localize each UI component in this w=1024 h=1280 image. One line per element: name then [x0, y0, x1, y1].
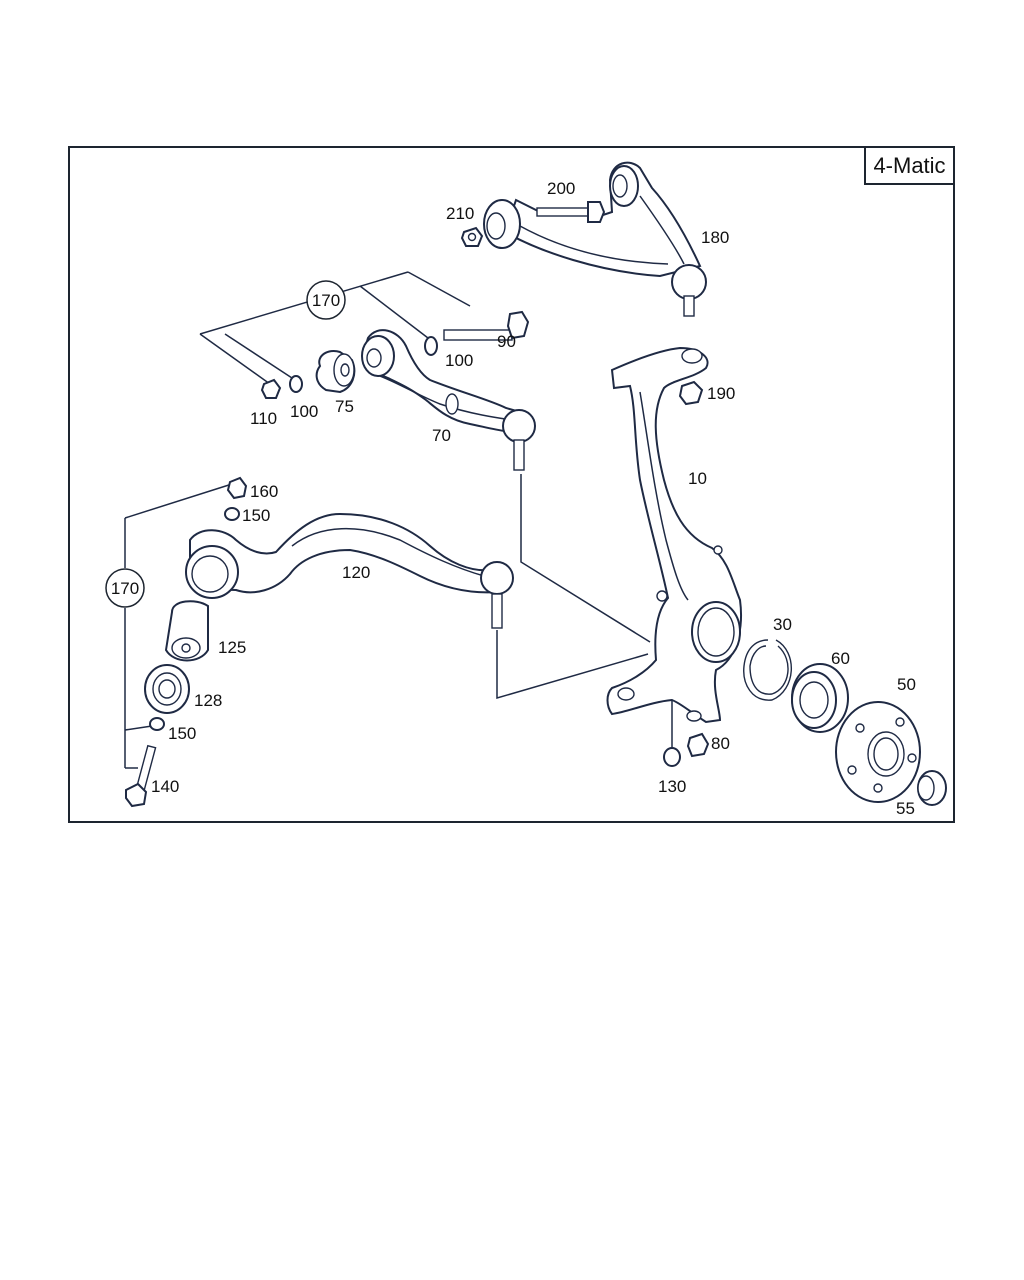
steering-knuckle	[606, 346, 742, 724]
nut-210	[460, 226, 484, 247]
callout-190: 190	[707, 384, 735, 403]
kit-170-upper-label: 170	[312, 291, 340, 310]
callout-50: 50	[897, 675, 916, 694]
lower-control-arm	[185, 512, 514, 629]
wheel-bearing-60	[791, 663, 849, 733]
callout-200: 200	[547, 179, 575, 198]
nut-190	[678, 380, 704, 406]
bushing-75	[315, 350, 356, 394]
washer-100-right	[424, 336, 438, 356]
washer-100-left	[289, 375, 303, 393]
callout-80: 80	[711, 734, 730, 753]
wheel-hub-50	[835, 701, 921, 803]
washer-150-bottom	[149, 717, 165, 731]
diagram-frame	[68, 146, 955, 823]
callout-128: 128	[194, 691, 222, 710]
nut-160	[226, 476, 248, 500]
callout-160: 160	[250, 482, 278, 501]
kit-170-upper-bubble: 170	[306, 280, 346, 320]
kit-170-lower-bubble: 170	[105, 568, 145, 608]
bolt-140	[125, 744, 157, 808]
assembly-guide-lines	[496, 474, 651, 699]
callout-75: 75	[335, 397, 354, 416]
kit-170-lower-leaders	[124, 483, 233, 769]
bolt-90	[443, 310, 530, 341]
callout-90: 90	[497, 332, 516, 351]
callout-30: 30	[773, 615, 792, 634]
kit-170-lower-label: 170	[111, 579, 139, 598]
variant-label: 4-Matic	[864, 146, 955, 185]
callout-130: 130	[658, 777, 686, 796]
bushing-125	[164, 600, 209, 662]
callout-55: 55	[896, 799, 915, 818]
callout-210: 210	[446, 204, 474, 223]
callout-150-bottom: 150	[168, 724, 196, 743]
callout-100-left: 100	[290, 402, 318, 421]
bolt-200	[536, 201, 606, 223]
upper-control-arm	[483, 161, 707, 317]
callout-180: 180	[701, 228, 729, 247]
bushing-128	[144, 664, 190, 714]
strut-arm	[361, 329, 536, 471]
callout-10: 10	[688, 469, 707, 488]
callout-60: 60	[831, 649, 850, 668]
callout-125: 125	[218, 638, 246, 657]
callout-120: 120	[342, 563, 370, 582]
callout-140: 140	[151, 777, 179, 796]
circlip-30	[743, 639, 792, 701]
callout-150-top: 150	[242, 506, 270, 525]
nut-80	[686, 732, 710, 758]
callout-110: 110	[250, 409, 277, 428]
grease-cap-55	[917, 770, 947, 806]
callout-100-right: 100	[445, 351, 473, 370]
nut-110	[260, 378, 282, 399]
callout-70: 70	[432, 426, 451, 445]
washer-150-top	[224, 507, 240, 521]
kit-170-upper-leaders	[199, 271, 471, 385]
bolt-130	[663, 700, 681, 767]
